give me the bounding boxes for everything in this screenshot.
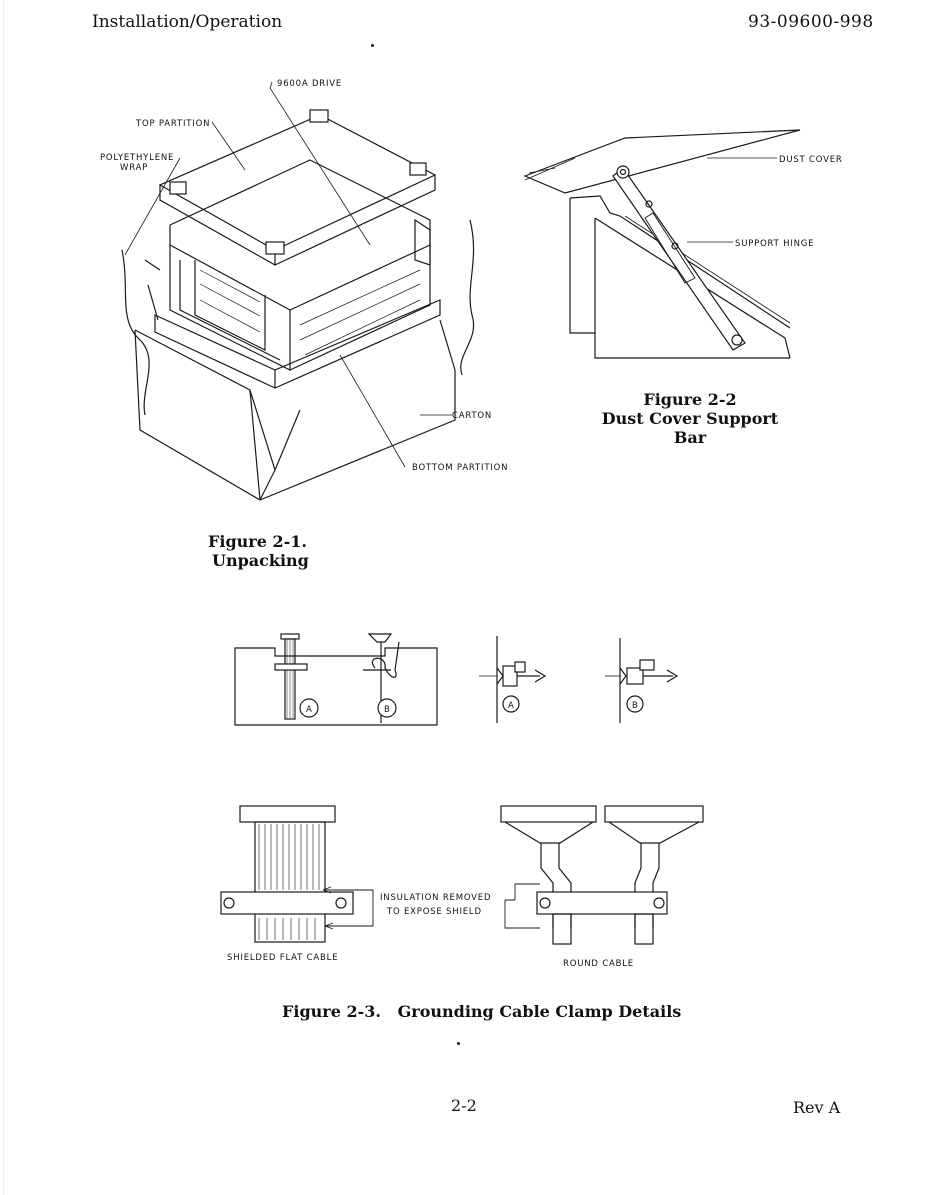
shielded-flat-cable-assembly xyxy=(220,805,354,943)
figure-2-2-title: Dust Cover Support Bar xyxy=(601,409,779,447)
bottom-partition xyxy=(154,299,441,389)
figure-2-2-number: Figure 2-2 xyxy=(643,390,737,409)
callout-b: B xyxy=(384,705,391,715)
drive-body xyxy=(169,159,431,311)
callout-a-detail: A xyxy=(508,701,515,711)
revision-label: Rev A xyxy=(793,1098,841,1117)
callout-b-detail: B xyxy=(632,701,639,711)
figure-2-1-caption: Figure 2-1. Unpacking xyxy=(208,532,309,570)
dust-cover-panel xyxy=(523,129,801,194)
figure-2-3-clamp-details-drawing: A B A B xyxy=(220,633,704,969)
header-section-title: Installation/Operation xyxy=(92,12,283,32)
clip-detail-b: B xyxy=(605,638,679,723)
label-top-partition: TOP PARTITION xyxy=(135,119,210,129)
speck xyxy=(371,44,374,47)
flat-cable-clamp-bar xyxy=(220,891,354,915)
label-carton: CARTON xyxy=(452,411,492,421)
label-wrap: WRAP xyxy=(120,163,148,173)
label-insulation-removed: INSULATION REMOVED xyxy=(380,893,491,903)
page-edge-shadow xyxy=(3,0,4,1195)
figure-2-2-caption: Figure 2-2 Dust Cover Support Bar xyxy=(590,390,790,447)
round-cable-assembly xyxy=(500,805,704,945)
figure-2-1-title: Unpacking xyxy=(212,551,309,570)
label-dust-cover: DUST COVER xyxy=(779,155,843,165)
clip-detail-a: A xyxy=(479,636,547,723)
round-cable-clamp-bar xyxy=(536,891,668,915)
label-to-expose-shield: TO EXPOSE SHIELD xyxy=(386,907,482,917)
header-document-number: 93-09600-998 xyxy=(748,12,874,32)
figure-2-1-unpacking-drawing: 9600A DRIVE TOP PARTITION POLYETHYLENE W… xyxy=(100,79,508,501)
label-polyethylene: POLYETHYLENE xyxy=(100,153,174,163)
label-support-hinge: SUPPORT HINGE xyxy=(735,239,814,249)
figure-2-2-dust-cover-drawing: DUST COVER SUPPORT HINGE xyxy=(523,129,843,359)
clamp-installation-panel: A B xyxy=(234,633,438,726)
label-shielded-flat-cable: SHIELDED FLAT CABLE xyxy=(227,953,338,963)
callout-a: A xyxy=(306,705,313,715)
speck xyxy=(457,1042,460,1045)
support-bar xyxy=(612,167,746,351)
figure-2-3-caption: Figure 2-3. Grounding Cable Clamp Detail… xyxy=(282,1002,682,1021)
top-partition xyxy=(158,114,437,251)
label-bottom-partition: BOTTOM PARTITION xyxy=(412,463,508,473)
page-number: 2-2 xyxy=(451,1096,477,1115)
cabinet-outline xyxy=(569,198,790,359)
label-9600a-drive: 9600A DRIVE xyxy=(277,79,342,89)
figure-2-1-number: Figure 2-1. xyxy=(208,532,307,551)
label-round-cable: ROUND CABLE xyxy=(563,959,634,969)
